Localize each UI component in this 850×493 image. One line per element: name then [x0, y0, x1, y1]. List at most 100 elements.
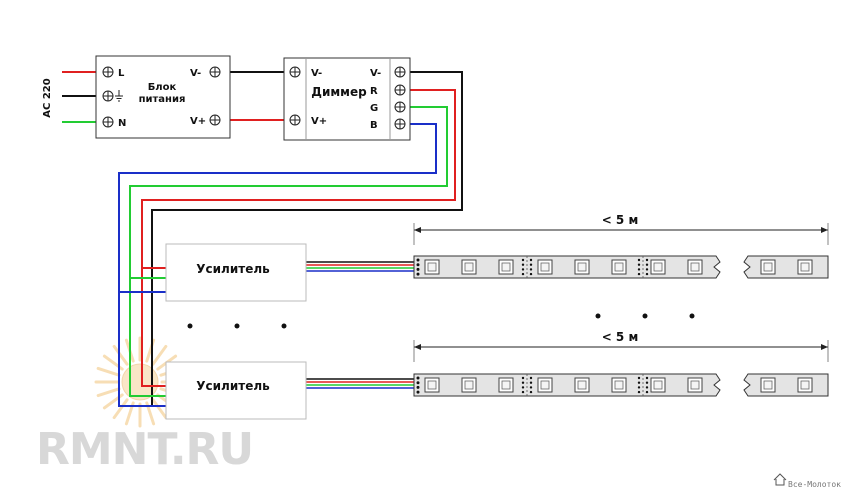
strip-contact-pad: [416, 272, 420, 276]
wire-out-blue: [118, 123, 437, 407]
dimmer-out-b: B: [370, 120, 378, 131]
led-chip-icon: [611, 377, 627, 393]
amp2-output-wires: [306, 378, 414, 389]
psu-term-out-plus: V+: [190, 116, 206, 127]
strip-contact-pad: [637, 268, 641, 271]
strip-contact-pad: [645, 390, 649, 394]
power-supply-box: L N Блок питания V- V+: [95, 55, 231, 139]
strip-contact-pad: [521, 376, 525, 380]
screw-terminal-icon: [102, 90, 114, 102]
dimmer-out-r: R: [370, 86, 378, 97]
length-label-2: < 5 м: [602, 330, 639, 344]
strip-contact-pad: [521, 263, 525, 266]
length-dimension-2: < 5 м: [413, 330, 829, 362]
screw-terminal-icon: [209, 114, 221, 126]
amplifier-2: Усилитель: [165, 361, 307, 420]
screw-terminal-icon: [394, 66, 406, 78]
led-chip-icon: [760, 259, 776, 275]
strip-contact-pad: [637, 381, 641, 384]
led-chip-icon: [424, 377, 440, 393]
strip-contact-pad: [529, 390, 533, 394]
screw-terminal-icon: [209, 66, 221, 78]
strip-contact-pad: [416, 267, 420, 271]
dimmer-out-g: G: [370, 103, 378, 114]
strip-contact-pad: [645, 268, 649, 271]
strip-contact-pad: [416, 381, 420, 385]
led-chip-icon: [498, 377, 514, 393]
strip-contact-pad: [637, 386, 641, 389]
screw-terminal-icon: [102, 116, 114, 128]
strip-contact-pad: [416, 376, 420, 380]
watermark-text: RMNT.RU: [36, 424, 253, 475]
strip-contact-pad: [521, 268, 525, 271]
amp1-output-wires: [306, 261, 414, 272]
psu-title-line2: питания: [139, 94, 186, 105]
strip-contact-pad: [416, 390, 420, 394]
strip-contact-pad: [645, 376, 649, 380]
psu-title-line1: Блок: [148, 82, 177, 93]
wire-out-red: [141, 89, 456, 387]
strip-contact-pad: [637, 376, 641, 380]
corner-watermark-text: Все-Молоток: [788, 480, 841, 489]
strip-contact-pad: [416, 263, 420, 267]
led-chip-icon: [611, 259, 627, 275]
strip-segment-end: [743, 255, 829, 279]
led-chip-icon: [461, 259, 477, 275]
strip-segment-main: [413, 255, 721, 279]
dimmer-out-minus: V-: [370, 68, 381, 79]
led-chip-icon: [687, 259, 703, 275]
dimmer-in-minus: V-: [311, 68, 322, 79]
strip-contact-pad: [529, 272, 533, 276]
psu-term-out-minus: V-: [190, 68, 201, 79]
strip-contact-pad: [521, 258, 525, 262]
strip-contact-pad: [416, 258, 420, 262]
strip-contact-pad: [645, 381, 649, 384]
strip-contact-pad: [637, 272, 641, 276]
length-label-1: < 5 м: [602, 213, 639, 227]
psu-term-l: L: [118, 68, 125, 79]
screw-terminal-icon: [289, 114, 301, 126]
strip-contact-pad: [521, 272, 525, 276]
led-chip-icon: [424, 259, 440, 275]
house-icon: [773, 473, 787, 486]
amplifier-2-label: Усилитель: [196, 379, 270, 393]
led-strip-2: [413, 373, 829, 397]
dimmer-title: Диммер: [311, 85, 367, 99]
ac-source-label: AC 220: [42, 78, 53, 117]
strip-contact-pad: [645, 272, 649, 276]
strip-contact-pad: [529, 258, 533, 262]
led-chip-icon: [650, 259, 666, 275]
ground-icon: [115, 90, 123, 102]
strip-contact-pad: [645, 386, 649, 389]
screw-terminal-icon: [394, 84, 406, 96]
strip-contact-pad: [529, 376, 533, 380]
strip-contact-pad: [637, 263, 641, 266]
strip-contact-pad: [521, 390, 525, 394]
led-chip-icon: [574, 377, 590, 393]
dimmer-box: V- V+ Диммер V- R G B: [283, 57, 411, 141]
strip-contact-pad: [637, 390, 641, 394]
dimmer-in-plus: V+: [311, 116, 327, 127]
led-strip-1: [413, 255, 829, 279]
led-chip-icon: [498, 259, 514, 275]
led-chip-icon: [760, 377, 776, 393]
led-chip-icon: [797, 377, 813, 393]
led-chip-icon: [574, 259, 590, 275]
wires: [62, 71, 463, 407]
strip-segment-main: [413, 373, 721, 397]
sun-logo-icon: [94, 336, 186, 428]
strip-contact-pad: [521, 386, 525, 389]
wire-out-green: [129, 106, 448, 397]
strip-contact-pad: [416, 385, 420, 389]
screw-terminal-icon: [102, 66, 114, 78]
amplifier-1-label: Усилитель: [196, 262, 270, 276]
led-chip-icon: [797, 259, 813, 275]
strip-contact-pad: [645, 263, 649, 266]
strip-segment-end: [743, 373, 829, 397]
psu-term-n: N: [118, 118, 126, 129]
strip-contact-pad: [521, 381, 525, 384]
strip-contact-pad: [529, 263, 533, 266]
ellipsis-dots-icon: [187, 323, 287, 329]
led-chip-icon: [537, 377, 553, 393]
